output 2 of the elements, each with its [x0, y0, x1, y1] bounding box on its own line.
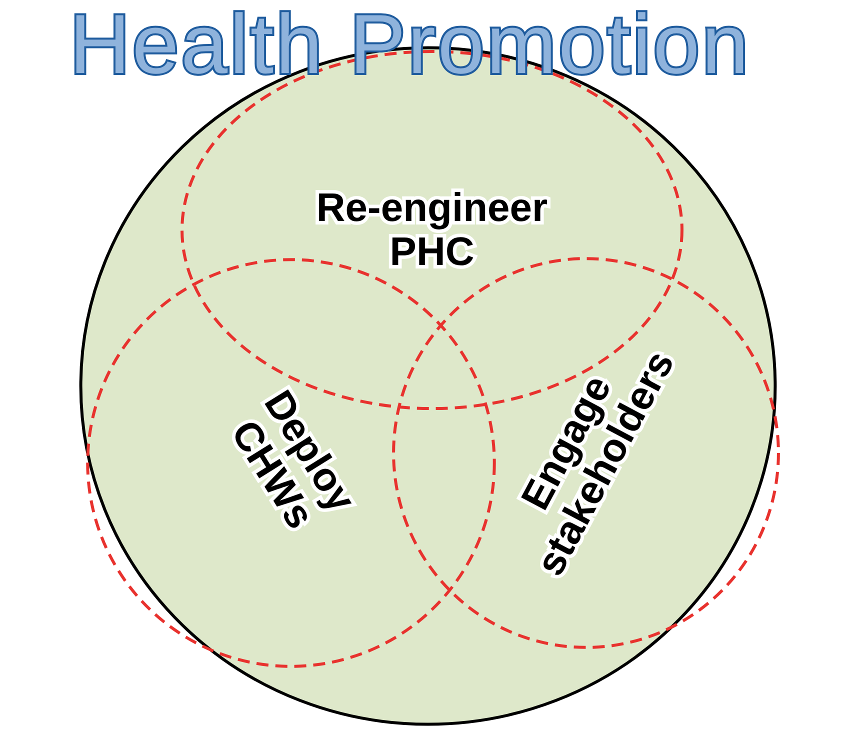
node-label: Re-engineer PHC [315, 186, 549, 274]
title: Health Promotion [70, 2, 750, 86]
